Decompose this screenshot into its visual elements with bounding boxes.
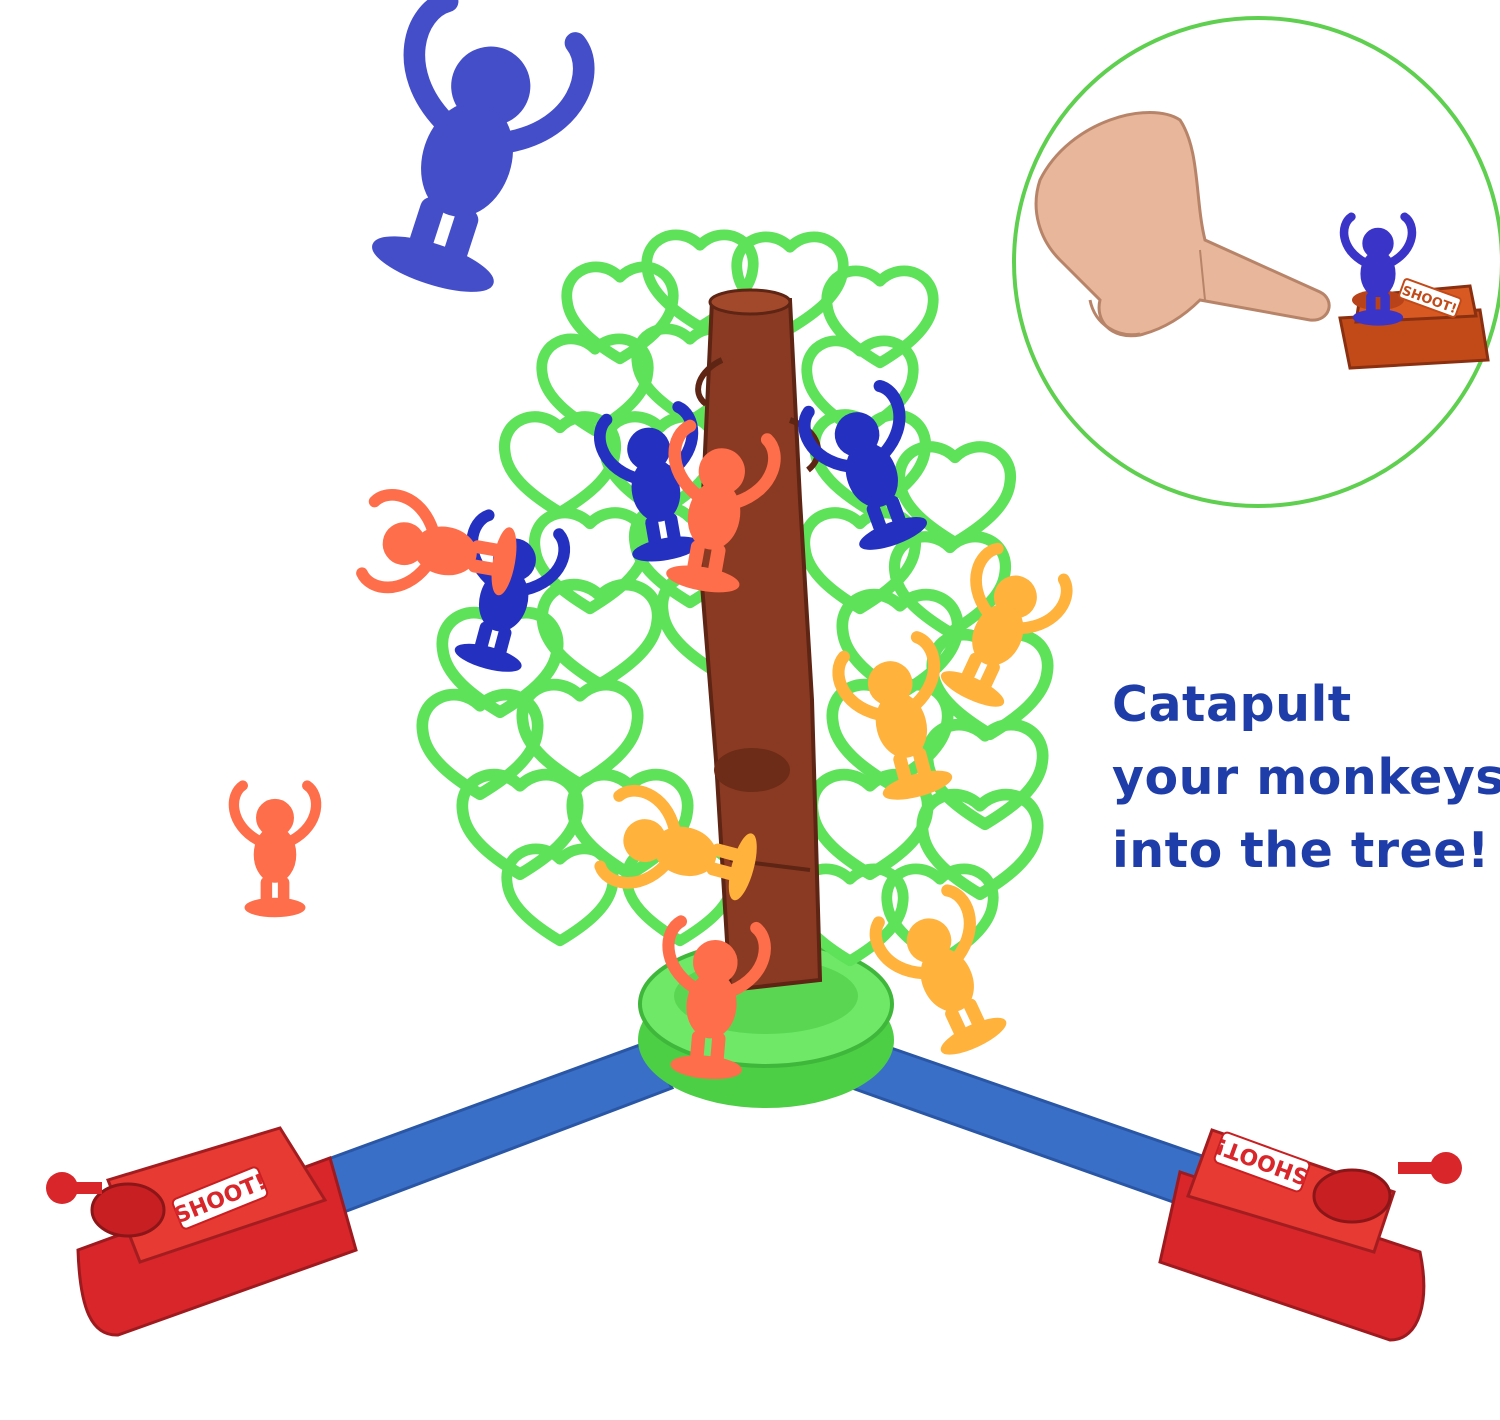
caption-line-3: into the tree! bbox=[1112, 822, 1490, 879]
caption-line-1: Catapult bbox=[1112, 676, 1352, 733]
left-launcher-icon: SHOOT! bbox=[46, 1126, 358, 1337]
caption: Catapult your monkeys into the tree! bbox=[1112, 668, 1500, 887]
tree-trunk bbox=[695, 288, 823, 993]
loose-monkey-icon bbox=[234, 786, 316, 917]
hand-icon bbox=[1034, 111, 1331, 338]
inset-photo: SHOOT! bbox=[1012, 16, 1500, 508]
caption-line-2: your monkeys bbox=[1112, 749, 1500, 806]
right-launcher-icon: SHOOT! bbox=[1158, 1128, 1462, 1342]
flying-monkey-icon bbox=[345, 0, 593, 309]
